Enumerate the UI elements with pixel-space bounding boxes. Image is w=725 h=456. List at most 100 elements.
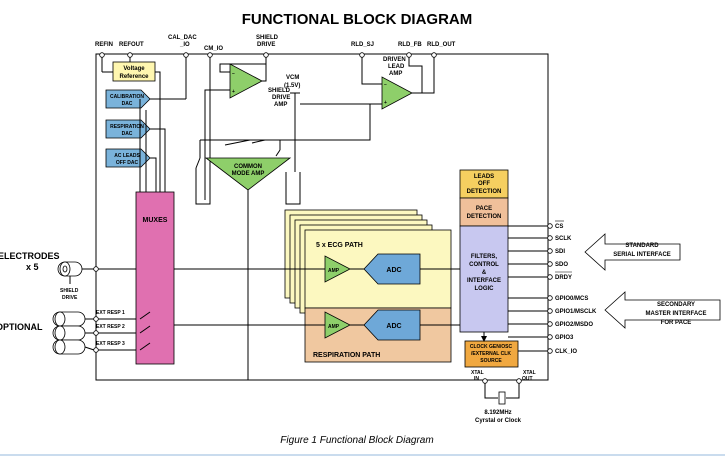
secondary-3: FOR PACE <box>661 320 692 326</box>
ext-resp-pins <box>84 311 151 353</box>
leads-3: DETECTION <box>467 189 502 195</box>
secondary-1: SECONDARY <box>657 302 695 308</box>
clock-block <box>464 340 519 368</box>
muxes-block <box>135 191 175 365</box>
cal-dac-line1: CALIBRATION <box>110 94 144 100</box>
pin-gpio1: GPIO1/MSCLK <box>555 309 597 315</box>
shield-drive-amp: − + <box>229 63 263 99</box>
serial-interface-arrow <box>584 233 681 271</box>
shield-amp-2: DRIVE <box>272 95 290 101</box>
vcm-value: (1.5V) <box>284 83 300 89</box>
resp-dac-line2: DAC <box>122 131 133 137</box>
svg-text:+: + <box>384 100 387 106</box>
shield-amp-1: SHIELD <box>268 88 291 94</box>
ac-dac-line1: AC LEADS <box>114 153 140 159</box>
filters-3: & <box>482 270 487 276</box>
serial-1: STANDARD <box>625 243 659 249</box>
ac-dac-line2: OFF DAC <box>116 160 139 166</box>
pin-shield-drive-1: SHIELD <box>256 35 279 41</box>
pin-sdi: SDI <box>555 249 565 255</box>
cma-1: COMMON <box>234 164 262 170</box>
signal-wires <box>174 268 460 326</box>
vcm-label: VCM <box>286 75 299 81</box>
figure-caption: Figure 1 Functional Block Diagram <box>280 435 433 446</box>
filters-5: LOGIC <box>475 286 495 292</box>
resp-dac-line1: RESPIRATION <box>110 124 144 130</box>
vref-line2: Reference <box>119 74 149 80</box>
ext-resp-cables <box>52 311 86 355</box>
vcm-wire <box>290 92 300 172</box>
vref-line1: Voltage <box>123 66 145 72</box>
chip-outline <box>95 53 549 381</box>
svg-text:−: − <box>384 82 387 88</box>
ext-resp-3: EXT RESP 3 <box>96 341 125 347</box>
calibration-dac: CALIBRATION DAC <box>105 89 151 109</box>
shield-amp-3: AMP <box>274 102 287 108</box>
ecg-path-label: 5 x ECG PATH <box>316 242 363 249</box>
cm-switches <box>195 110 281 169</box>
pin-cal-dac-io: _IO <box>179 42 190 48</box>
xtal-in-1: XTAL <box>471 370 484 376</box>
xtal-out-2: OUT <box>522 376 533 382</box>
pace-1: PACE <box>476 206 492 212</box>
pin-gpio2: GPIO2/MSDO <box>555 322 593 328</box>
electrodes-label: ELECTRODES <box>0 251 60 261</box>
dla-3: AMP <box>389 71 402 77</box>
clock-wires <box>481 332 548 352</box>
secondary-interface-arrow <box>604 291 721 329</box>
pin-gpio3: GPIO3 <box>555 335 574 341</box>
xtal-in-2: IN <box>474 376 479 382</box>
ac-leads-off-dac: AC LEADS OFF DAC <box>105 148 151 168</box>
crystal-desc: Cyrstal or Clock <box>475 418 522 424</box>
serial-2: SERIAL INTERFACE <box>613 252 671 258</box>
shield-amp-wires <box>204 57 267 200</box>
pin-refin: REFIN <box>95 42 113 48</box>
top-wires <box>101 57 211 192</box>
optional-label: OPTIONAL <box>0 322 43 332</box>
shield-label-2: DRIVE <box>62 295 78 301</box>
filters-logic-block <box>459 225 509 333</box>
driven-lead-amp: − + <box>381 76 413 110</box>
pin-rld-sj: RLD_SJ <box>351 42 374 48</box>
pin-drdy: DRDY <box>555 275 572 281</box>
dla-1: DRIVEN <box>383 57 406 63</box>
pin-rld-out: RLD_OUT <box>427 42 456 48</box>
serial-pins <box>508 223 553 354</box>
filters-2: CONTROL <box>469 262 499 268</box>
ecg-stack <box>284 209 452 314</box>
clock-2: /EXTERNAL CLK <box>471 351 511 357</box>
pin-refout: REFOUT <box>119 42 144 48</box>
clock-3: SOURCE <box>480 358 502 364</box>
pace-block <box>459 197 509 227</box>
diagram-title: FUNCTIONAL BLOCK DIAGRAM <box>242 11 473 28</box>
leads-1: LEADS <box>474 174 494 180</box>
dla-2: LEAD <box>388 64 405 70</box>
xtal-out-1: XTAL <box>523 370 536 376</box>
cma-2: MODE AMP <box>232 171 265 177</box>
pin-cm-io: CM_IO <box>204 46 223 52</box>
cma-wires <box>195 165 301 380</box>
crystal-freq: 8.192MHz <box>484 410 511 416</box>
clock-1: CLOCK GEN/OSC <box>470 344 513 350</box>
leads-2: OFF <box>478 181 490 187</box>
dla-wires <box>200 57 435 141</box>
cal-dac-line2: DAC <box>122 101 133 107</box>
pin-sdo: SDO <box>555 262 568 268</box>
shield-label-1: SHIELD <box>60 288 79 294</box>
pin-cal-dac: CAL_DAC <box>168 35 197 41</box>
ext-resp-1: EXT RESP 1 <box>96 310 125 316</box>
xtal-circuit <box>482 378 522 405</box>
respiration-path-label: RESPIRATION PATH <box>313 352 380 359</box>
resp-amp-label: AMP <box>328 324 340 330</box>
pin-gpio0: GPIO0/MCS <box>555 296 588 302</box>
pin-rld-fb: RLD_FB <box>398 42 422 48</box>
ecg-amp-label: AMP <box>328 268 340 274</box>
top-pin-circles <box>99 52 437 58</box>
electrode-cable <box>57 261 136 284</box>
pin-cs: CS <box>555 224 563 230</box>
resp-adc-label: ADC <box>386 323 401 330</box>
svg-text:+: + <box>232 89 235 95</box>
pin-sclk: SCLK <box>555 236 572 242</box>
filters-4: INTERFACE <box>467 278 501 284</box>
